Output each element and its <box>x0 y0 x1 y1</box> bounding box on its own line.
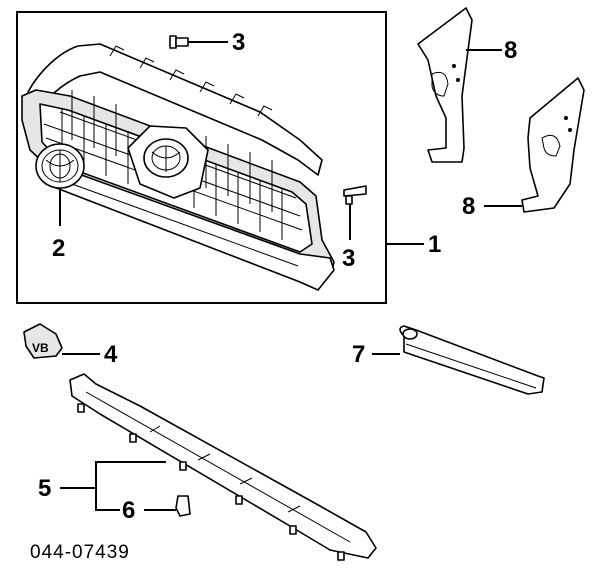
emblem-part <box>35 143 85 189</box>
lower-molding-part <box>69 373 377 561</box>
leader-bracket-5-6 <box>95 461 166 511</box>
callout-6: 6 <box>122 497 135 524</box>
callout-2: 2 <box>52 235 65 262</box>
callout-8-bottom: 8 <box>462 193 475 220</box>
callout-3-top: 3 <box>232 29 245 56</box>
v8-badge-part: VB <box>23 323 63 359</box>
retainer-clip-part <box>175 495 191 517</box>
callout-5: 5 <box>38 475 51 502</box>
molding-part <box>399 325 545 395</box>
v8-badge-text: VB <box>32 341 49 355</box>
callout-4: 4 <box>104 341 118 368</box>
callout-1: 1 <box>428 231 441 258</box>
callout-3-right: 3 <box>342 245 355 272</box>
diagram-code: 044-07439 <box>30 542 130 563</box>
callout-8-top: 8 <box>504 37 517 64</box>
bracket-part-bottom <box>521 77 585 213</box>
bracket-part-top <box>417 7 473 163</box>
clip-part-right <box>343 185 367 205</box>
clip-part-top <box>169 35 189 49</box>
grille-assembly <box>21 43 335 291</box>
callout-7: 7 <box>352 341 365 368</box>
grille-assembly-box <box>16 11 387 304</box>
